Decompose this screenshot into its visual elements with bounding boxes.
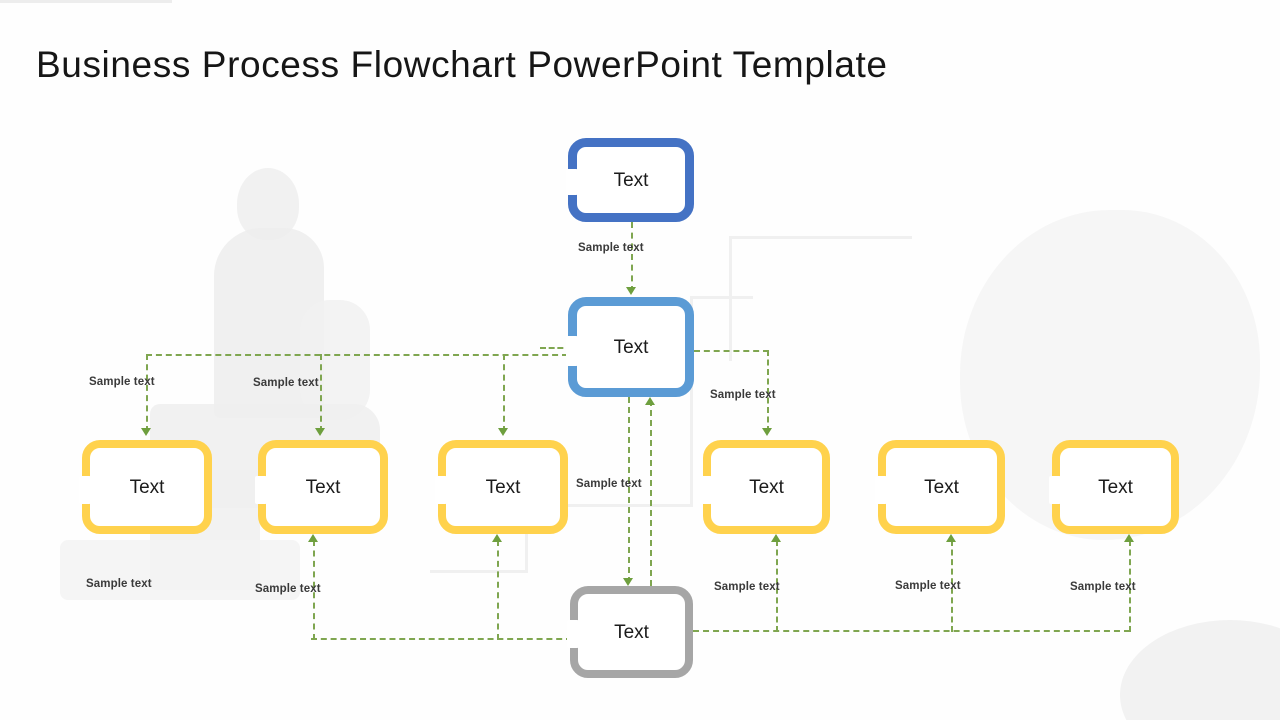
arrowhead-y3-return bbox=[492, 534, 502, 542]
node-end-label: Text bbox=[614, 621, 649, 643]
connector-y4-return bbox=[776, 540, 778, 632]
watermark-person-head bbox=[237, 168, 299, 240]
edge-label-decide-to-y4: Sample text bbox=[710, 389, 776, 401]
node-task-4-notch bbox=[700, 476, 712, 504]
connector-decide-right-stub bbox=[694, 350, 769, 352]
edge-label-y2-return: Sample text bbox=[255, 583, 321, 595]
node-task-3-notch bbox=[435, 476, 447, 504]
connector-start-to-decide bbox=[631, 222, 633, 292]
connector-bus-bottom-left bbox=[311, 638, 572, 640]
edge-label-start-to-decide: Sample text bbox=[578, 242, 644, 254]
node-start[interactable]: Text bbox=[566, 138, 694, 222]
node-decide-notch bbox=[566, 336, 578, 366]
node-task-1-label: Text bbox=[129, 476, 165, 498]
arrowhead-y6-return bbox=[1124, 534, 1134, 542]
node-decide-label: Text bbox=[613, 336, 649, 358]
node-task-4-label: Text bbox=[749, 476, 784, 498]
watermark-outline-step-1 bbox=[729, 236, 912, 361]
edge-label-y6-return: Sample text bbox=[1070, 581, 1136, 593]
edge-label-y1-return: Sample text bbox=[86, 578, 152, 590]
arrowhead-bus-to-y2 bbox=[315, 428, 325, 436]
node-task-2-notch bbox=[255, 476, 267, 504]
arrowhead-bus-to-y1 bbox=[141, 428, 151, 436]
connector-decide-to-y4 bbox=[767, 350, 769, 432]
edge-label-bus-to-y2: Sample text bbox=[253, 377, 319, 389]
connector-decide-to-end bbox=[628, 397, 630, 583]
edge-label-y5-return: Sample text bbox=[895, 580, 961, 592]
connector-y3-return bbox=[497, 540, 499, 640]
node-task-5-label: Text bbox=[924, 476, 959, 498]
node-task-6-notch bbox=[1049, 476, 1061, 504]
node-task-3[interactable]: Text bbox=[435, 440, 568, 534]
node-task-2[interactable]: Text bbox=[255, 440, 388, 534]
edge-label-y4-return: Sample text bbox=[714, 581, 780, 593]
node-task-2-label: Text bbox=[305, 476, 341, 498]
connector-end-to-decide bbox=[650, 400, 652, 586]
page-title: Business Process Flowchart PowerPoint Te… bbox=[36, 44, 888, 85]
connector-y6-return bbox=[1129, 540, 1131, 632]
node-task-6-label: Text bbox=[1098, 476, 1133, 498]
connector-y5-return bbox=[951, 540, 953, 632]
arrowhead-y4-return bbox=[771, 534, 781, 542]
node-task-5-notch bbox=[875, 476, 887, 504]
node-task-3-label: Text bbox=[485, 476, 521, 498]
arrowhead-start-to-decide bbox=[626, 287, 636, 295]
watermark-person-body bbox=[214, 228, 324, 418]
connector-decide-left-stub bbox=[540, 347, 572, 349]
watermark-blob-bottom-right bbox=[1120, 620, 1280, 720]
node-start-label: Text bbox=[613, 169, 649, 191]
node-task-6[interactable]: Text bbox=[1049, 440, 1179, 534]
arrowhead-decide-to-y4 bbox=[762, 428, 772, 436]
arrowhead-y5-return bbox=[946, 534, 956, 542]
connector-y2-return bbox=[313, 540, 315, 640]
node-decide[interactable]: Text bbox=[566, 297, 694, 397]
watermark-underline-bar bbox=[0, 0, 172, 3]
node-task-5[interactable]: Text bbox=[875, 440, 1005, 534]
node-end-notch bbox=[567, 620, 579, 648]
node-start-notch bbox=[566, 169, 578, 195]
watermark-person-arm bbox=[300, 300, 370, 420]
node-task-1-notch bbox=[79, 476, 91, 504]
connector-bus-bottom-right bbox=[693, 630, 1130, 632]
watermark-outline-step-2 bbox=[690, 296, 753, 421]
connector-bus-to-y3 bbox=[503, 354, 505, 432]
arrowhead-end-to-decide bbox=[645, 397, 655, 405]
arrowhead-decide-to-end bbox=[623, 578, 633, 586]
connector-bus-top-left bbox=[146, 354, 568, 356]
connector-bus-to-y2 bbox=[320, 354, 322, 432]
node-task-4[interactable]: Text bbox=[700, 440, 830, 534]
arrowhead-bus-to-y3 bbox=[498, 428, 508, 436]
node-task-1[interactable]: Text bbox=[79, 440, 212, 534]
edge-label-bus-to-y1: Sample text bbox=[89, 376, 155, 388]
arrowhead-y2-return bbox=[308, 534, 318, 542]
edge-label-decide-to-end: Sample text bbox=[576, 478, 642, 490]
connector-bus-to-y1 bbox=[146, 354, 148, 432]
node-end[interactable]: Text bbox=[567, 586, 693, 678]
